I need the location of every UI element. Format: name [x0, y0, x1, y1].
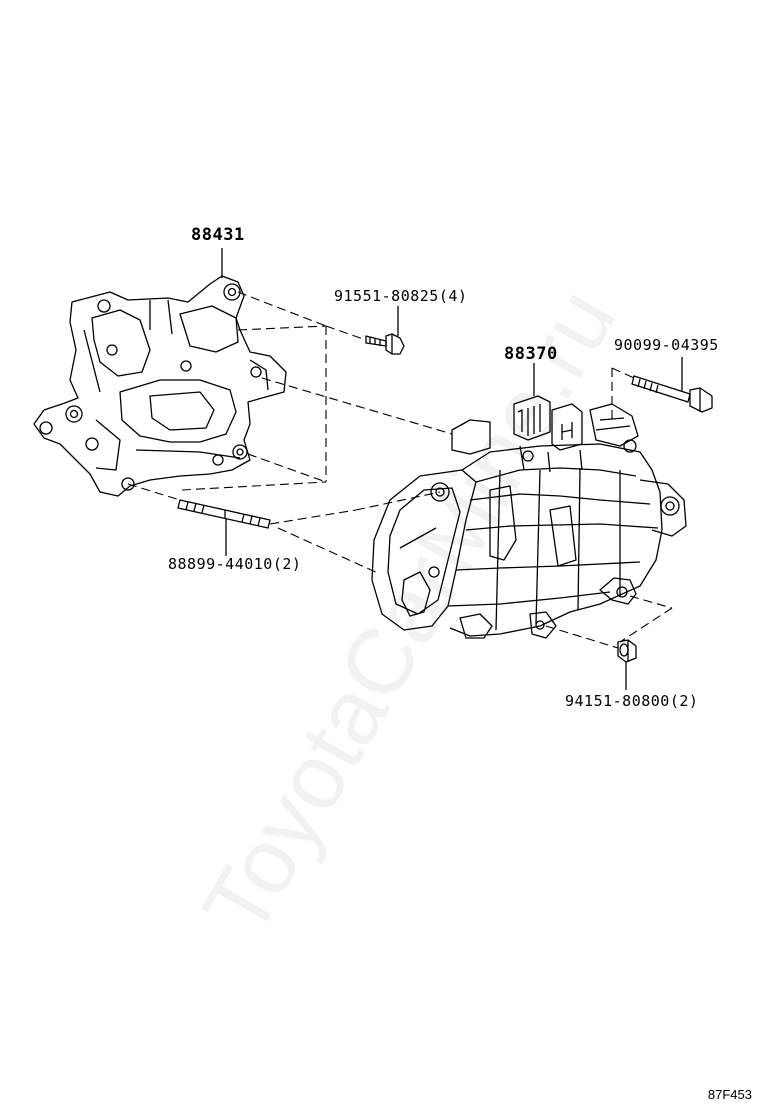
label-91551-80825: 91551-80825(4)	[334, 287, 468, 305]
label-94151-80800: 94151-80800(2)	[565, 692, 699, 710]
assembly-lines	[127, 291, 673, 649]
label-88431: 88431	[191, 225, 245, 245]
compressor-drawing	[371, 395, 687, 639]
label-90099-04395: 90099-04395	[614, 336, 719, 354]
figure-code: 87F453	[707, 1087, 752, 1102]
bolt-90099-drawing	[631, 375, 713, 413]
label-88899-44010: 88899-44010(2)	[168, 555, 302, 573]
bolt-91551-drawing	[365, 333, 405, 355]
label-88370: 88370	[504, 344, 558, 364]
bracket-drawing	[33, 275, 287, 497]
stud-88899-drawing	[177, 499, 271, 529]
nut-94151-drawing	[617, 639, 637, 663]
